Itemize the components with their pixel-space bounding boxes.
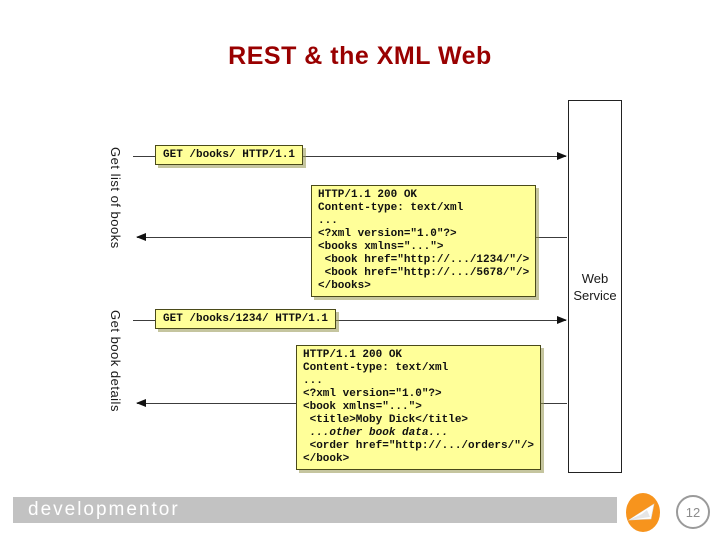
page-number-badge: 12: [676, 495, 710, 529]
request-line-1: [133, 156, 566, 157]
brand-logo-text: developmentor: [28, 499, 180, 520]
arrowhead-right-icon: [557, 316, 567, 324]
http-request-box-list: GET /books/ HTTP/1.1: [155, 145, 304, 165]
web-service-box: Web Service: [568, 100, 622, 473]
client-action-label-get-details: Get book details: [108, 310, 123, 412]
request-line-2: [133, 320, 566, 321]
arrowhead-left-icon: [136, 399, 146, 407]
http-request-box-details: GET /books/1234/ HTTP/1.1: [155, 309, 337, 329]
slide-title: REST & the XML Web: [228, 42, 492, 70]
web-service-label: Web Service: [573, 270, 617, 303]
footer-brand-bar: developmentor: [13, 497, 617, 523]
arrowhead-right-icon: [557, 152, 567, 160]
arrowhead-left-icon: [136, 233, 146, 241]
page-number: 12: [685, 504, 701, 520]
developmentor-logo: [626, 493, 660, 532]
client-action-label-get-list: Get list of books: [108, 147, 123, 249]
paper-airplane-icon: [626, 493, 660, 532]
